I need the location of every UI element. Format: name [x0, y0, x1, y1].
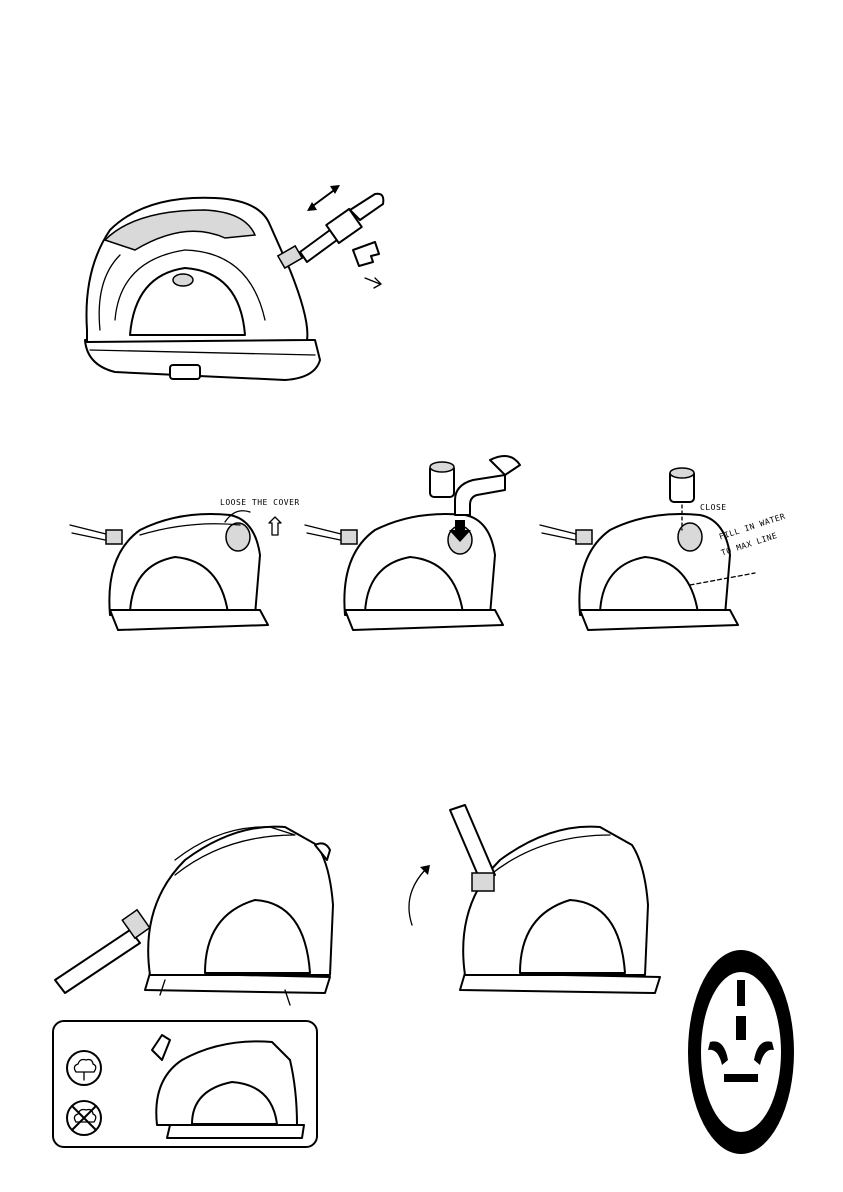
figure-hose-connection	[75, 180, 395, 390]
crossed-cloud-icon	[68, 1102, 100, 1134]
no-steam-icon	[66, 1100, 102, 1136]
steamer-handle-down-illustration	[55, 815, 345, 1005]
steamer-hose-illustration	[75, 180, 395, 390]
figure-fill-steps: LOOSE THE COVER	[60, 445, 780, 635]
rotate-arrow-icon	[220, 507, 260, 527]
figure-steam-inset	[52, 1020, 318, 1148]
power-switch-icon	[688, 950, 794, 1155]
cloud-icon	[68, 1052, 100, 1084]
steamer-fill-water-illustration	[305, 445, 545, 635]
figure-handle-vertical	[400, 805, 680, 1005]
label-close: CLOSE	[700, 503, 727, 512]
up-arrow-icon	[266, 517, 286, 537]
step-pour-water	[305, 445, 545, 635]
steam-cloud-icon	[66, 1050, 102, 1086]
steamer-handle-up-illustration	[400, 805, 680, 1005]
figure-handle-horizontal	[55, 815, 345, 1005]
step-close-cap: CLOSE FILL IN WATER TO MAX LINE	[540, 465, 780, 635]
switch-oval-icon	[688, 950, 794, 1155]
step-loose-cover: LOOSE THE COVER	[70, 475, 300, 635]
label-loose-cover: LOOSE THE COVER	[220, 498, 300, 507]
